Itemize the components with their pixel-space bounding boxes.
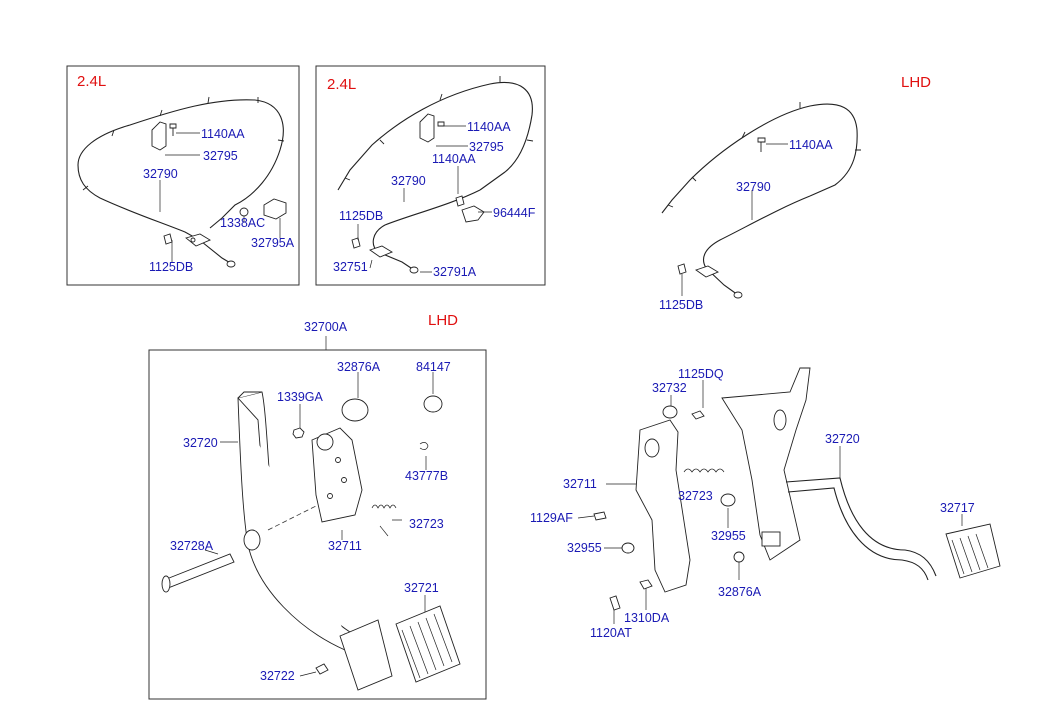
part-label: 32790 (391, 174, 426, 188)
part-label: 1125DB (659, 298, 703, 312)
part-label: 1125DB (339, 209, 383, 223)
part-label: 1339GA (277, 390, 324, 404)
part-label: 32723 (678, 489, 713, 503)
panel-cable-24l-b: 2.4L 1140AA 32795 1140AA 32790 1125DB 96… (315, 65, 546, 286)
panel-pedal-assembly: 32700A LHD (148, 312, 487, 700)
part-label: 32728A (170, 539, 214, 553)
part-label: 1140AA (789, 138, 833, 152)
panel-header: LHD (428, 312, 458, 329)
part-label: 32795 (203, 149, 238, 163)
part-label: 32795 (469, 140, 504, 154)
part-label: 32790 (143, 167, 178, 181)
part-label: 1140AA (467, 120, 511, 134)
part-label: 32876A (718, 585, 762, 599)
part-label: 32876A (337, 360, 381, 374)
panel-cable-24l-a: 2.4L 1140AA 32795 32790 1338AC 32795A 11… (66, 65, 300, 286)
panel-header: 2.4L (327, 76, 356, 93)
part-label: 84147 (416, 360, 451, 374)
part-label: 32723 (409, 517, 444, 531)
part-label: 32717 (940, 501, 975, 515)
part-label: 32751 (333, 260, 368, 274)
part-label: 1120AT (590, 626, 632, 640)
panel-frame (315, 65, 546, 286)
part-label: 1140AA (201, 127, 245, 141)
part-label: 1125DB (149, 260, 193, 274)
part-label: 32711 (328, 539, 362, 553)
panel-frame (66, 65, 300, 286)
part-label: 1310DA (624, 611, 670, 625)
part-label: 32955 (567, 541, 602, 555)
panel-pedal-lhd: 1125DQ 32732 32720 32711 32723 1129AF 32… (530, 367, 1001, 640)
part-label: 1140AA (432, 152, 476, 166)
part-label: 32791A (433, 265, 477, 279)
panel-header: 2.4L (77, 73, 106, 90)
part-label: 32711 (563, 477, 597, 491)
part-label: 1338AC (220, 216, 265, 230)
part-label: 32795A (251, 236, 295, 250)
part-label: 1129AF (530, 511, 573, 525)
part-label: 1125DQ (678, 367, 724, 381)
part-label: 32720 (825, 432, 860, 446)
panel-frame (148, 349, 487, 700)
panel-cable-lhd: LHD 1140AA 32790 1125DB (659, 74, 931, 312)
part-label: 32790 (736, 180, 771, 194)
part-label: 32721 (404, 581, 439, 595)
part-label: 32720 (183, 436, 218, 450)
part-label: 96444F (493, 206, 536, 220)
panel-header: LHD (901, 74, 931, 91)
part-label: 43777B (405, 469, 448, 483)
part-label: 32722 (260, 669, 295, 683)
part-label: 32955 (711, 529, 746, 543)
part-label: 32732 (652, 381, 687, 395)
assembly-label: 32700A (304, 320, 348, 334)
